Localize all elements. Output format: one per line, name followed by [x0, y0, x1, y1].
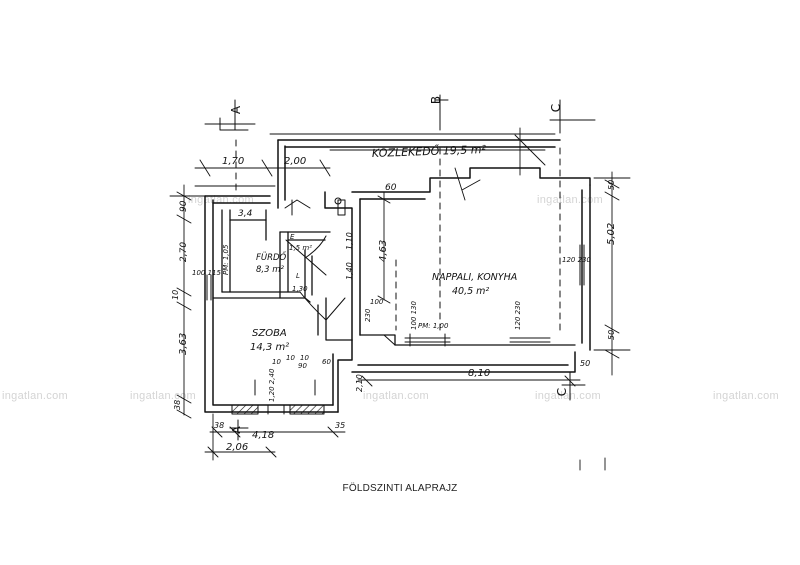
- axis-label-b-top: B: [429, 96, 443, 104]
- dim-left-270: 2,70: [179, 242, 189, 262]
- watermark: ingatlan.com: [537, 194, 603, 206]
- room-label-storage: 3,4: [238, 209, 253, 219]
- dim-left-10: 10: [171, 290, 180, 300]
- dim-pm-105: PM: 1,05: [222, 244, 230, 275]
- dim-right-50a: 50: [607, 180, 616, 190]
- dim-bed-10a: 10: [272, 358, 281, 366]
- axis-lines: [204, 94, 596, 441]
- room-label-bedroom: SZOBA: [252, 328, 287, 339]
- dim-bottom-50: 50: [580, 359, 590, 368]
- axis-label-c-top: C: [549, 104, 563, 112]
- dim-right-50b: 50: [607, 330, 616, 340]
- watermark: ingatlan.com: [130, 390, 196, 402]
- dim-left-90: 90: [179, 200, 189, 212]
- dim-bed-90: 90: [298, 362, 307, 370]
- room-label-bath-area: 8,3 m²: [256, 265, 284, 275]
- dim-door-100-130: 100 130: [410, 301, 418, 330]
- dim-bottom-38: 38: [214, 421, 224, 430]
- dim-middle-100: 100: [370, 298, 384, 306]
- dim-middle-230: 230: [364, 308, 372, 322]
- dim-middle-210: 2,10: [355, 374, 364, 392]
- dim-win-120-230: 120 230: [562, 256, 591, 264]
- dim-bed-120-240: 1,20 2,40: [268, 368, 276, 402]
- dim-pm-100: PM: 1,00: [418, 322, 449, 330]
- axis-label-a-top: A: [229, 105, 243, 114]
- bedroom-windows: [231, 404, 325, 415]
- dim-bath-10: 10: [300, 354, 309, 362]
- dim-middle-463: 4,63: [378, 240, 389, 262]
- axis-label-a-bottom: A: [230, 426, 243, 434]
- watermark: ingatlan.com: [363, 390, 429, 402]
- dim-middle-810: 8,10: [468, 368, 490, 379]
- dimension-lines: [169, 127, 631, 471]
- dim-bed-10b: 10: [286, 354, 295, 362]
- plan-caption: FÖLDSZINTI ALAPRAJZ: [342, 483, 458, 494]
- dim-left-win-100-115: 100 115: [192, 269, 221, 277]
- dim-left-38: 38: [173, 400, 182, 410]
- dim-bottom-418: 4,18: [252, 430, 274, 441]
- dim-left-363: 3,63: [178, 333, 189, 355]
- room-label-living: NAPPALI, KONYHA: [432, 272, 517, 283]
- room-label-bedroom-area: 14,3 m²: [250, 342, 289, 353]
- room-label-l-area: 1,30: [292, 285, 308, 293]
- dim-top-200: 2,00: [284, 156, 306, 167]
- dim-middle-140: 1,40: [345, 262, 354, 280]
- dim-top-60: 60: [385, 183, 397, 193]
- dim-bottom-206: 2,06: [226, 442, 248, 453]
- dim-top-170: 1,70: [222, 156, 244, 167]
- dim-middle-110: 1,10: [345, 232, 354, 250]
- dim-door-120-230: 120 230: [514, 301, 522, 330]
- room-label-e-area: 1,5 m²: [289, 244, 312, 252]
- watermark: ingatlan.com: [535, 390, 601, 402]
- room-label-bath: FÜRDŐ: [256, 252, 287, 263]
- dim-bed-60: 60: [322, 358, 331, 366]
- watermark: ingatlan.com: [2, 390, 68, 402]
- dimension-labels: 1,70 2,00 60 90 2,70 10 3,63 38 50 5,02 …: [171, 156, 617, 453]
- windows: [206, 244, 585, 347]
- dim-bottom-35: 35: [335, 421, 345, 430]
- room-label-porch: KÖZLEKEDŐ 19,5 m²: [372, 142, 487, 160]
- room-label-l: L: [296, 272, 300, 280]
- dim-right-502: 5,02: [606, 223, 617, 245]
- watermark: ingatlan.com: [713, 390, 779, 402]
- door-swings: [284, 197, 346, 321]
- axis-label-c-bottom: C: [555, 388, 569, 396]
- room-label-living-area: 40,5 m²: [452, 286, 489, 297]
- outer-walls: [204, 139, 591, 413]
- room-label-e: E: [290, 233, 295, 241]
